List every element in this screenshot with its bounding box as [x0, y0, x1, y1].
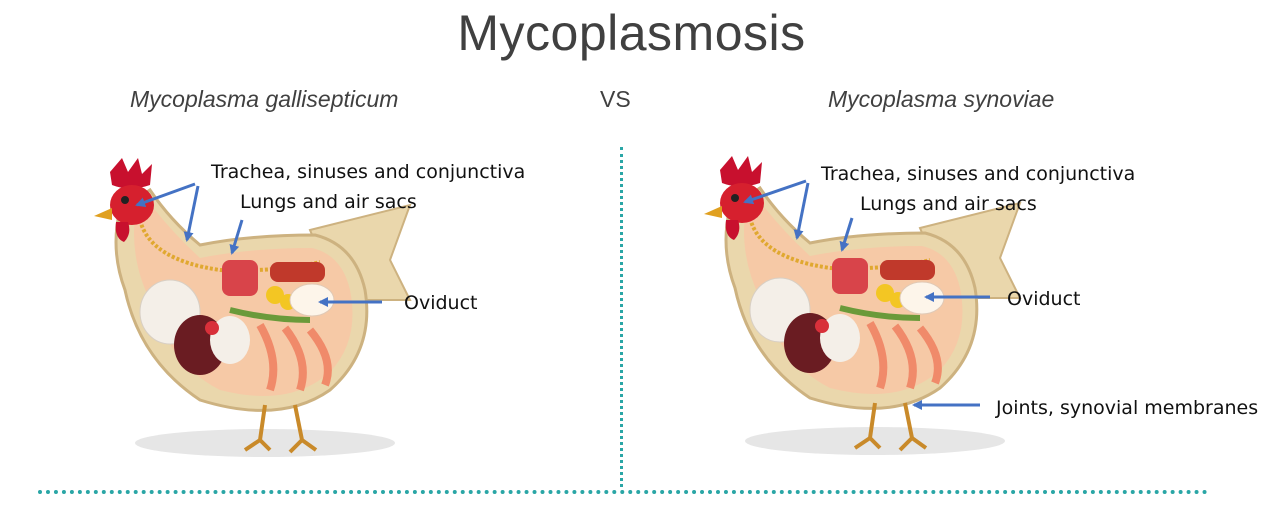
left-label-oviduct: Oviduct: [404, 292, 477, 314]
right-label-lungs: Lungs and air sacs: [860, 193, 1037, 215]
left-trachea-arrow-2: [187, 186, 198, 240]
right-lungs-arrow: [842, 218, 852, 250]
left-label-lungs: Lungs and air sacs: [240, 191, 417, 213]
right-label-trachea: Trachea, sinuses and conjunctiva: [821, 163, 1135, 185]
left-trachea-arrow-1: [137, 184, 195, 205]
horizontal-divider: [38, 490, 1208, 494]
right-trachea-arrow-1: [745, 181, 806, 202]
vertical-divider: [620, 147, 623, 487]
right-label-oviduct: Oviduct: [1007, 288, 1080, 310]
left-label-trachea: Trachea, sinuses and conjunctiva: [211, 161, 525, 183]
right-label-joints: Joints, synovial membranes: [996, 397, 1258, 419]
left-lungs-arrow: [232, 220, 242, 253]
right-trachea-arrow-2: [797, 183, 808, 238]
